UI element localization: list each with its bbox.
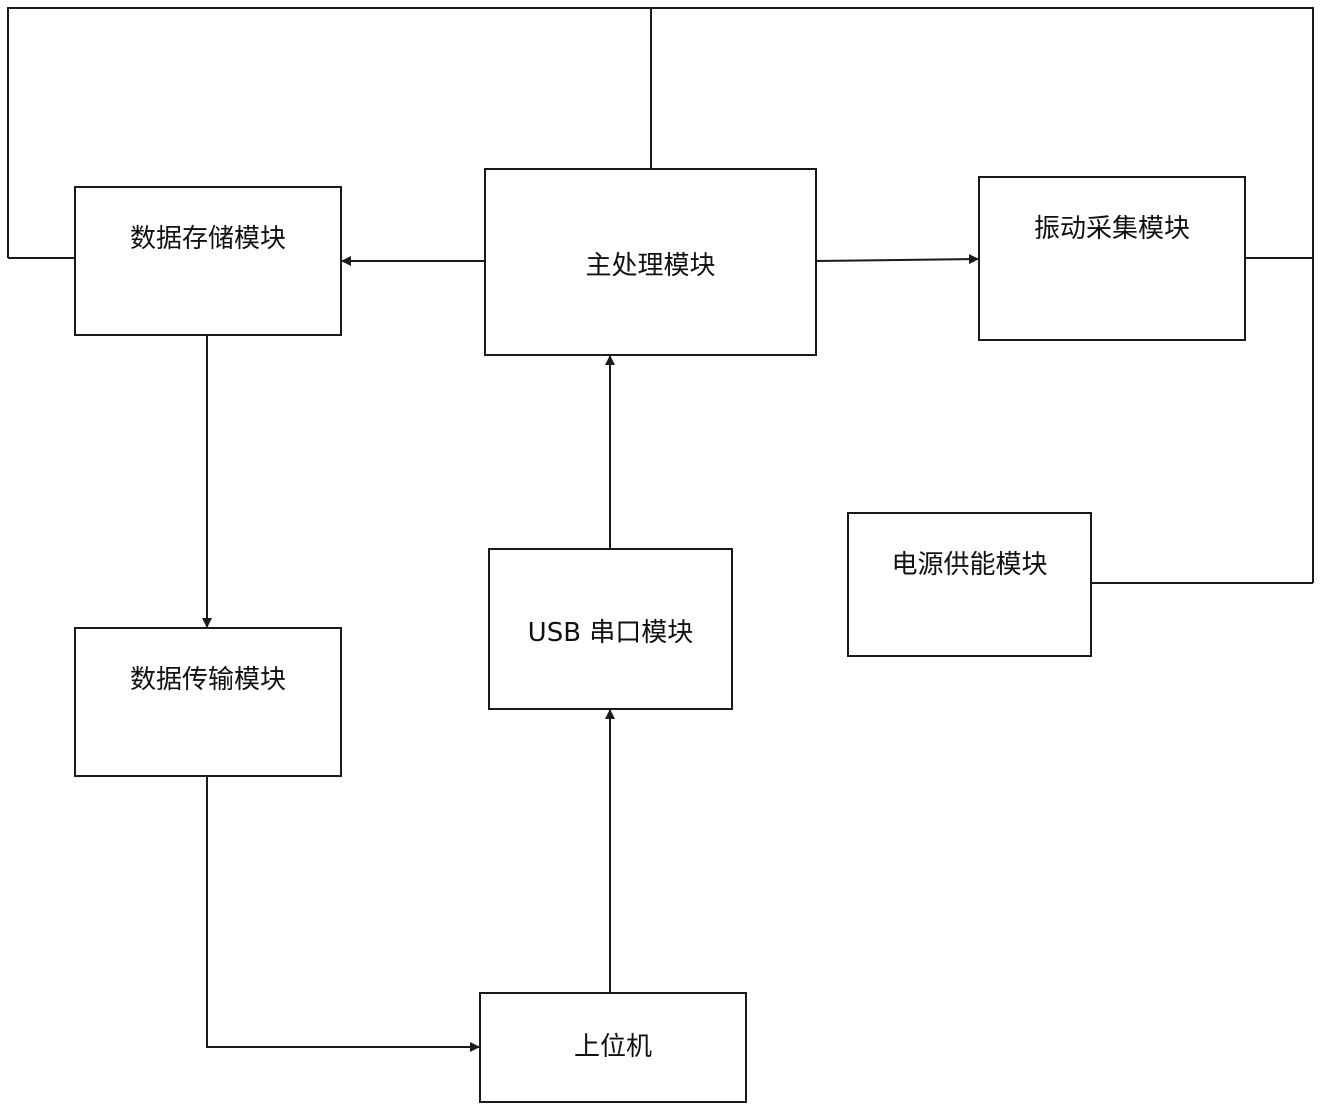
main-to-vibration-arrow [817,259,978,261]
data-transmission-module-box: 数据传输模块 [74,627,342,777]
data-storage-module-label: 数据存储模块 [76,218,340,255]
data-storage-module-box: 数据存储模块 [74,186,342,336]
usb-serial-module-box: USB 串口模块 [488,548,733,710]
host-computer-box: 上位机 [479,992,747,1103]
transmission-to-host-arrow [207,777,479,1047]
vibration-acquisition-module-box: 振动采集模块 [978,176,1246,341]
main-processing-module-box: 主处理模块 [484,168,817,356]
main-processing-module-label: 主处理模块 [486,245,815,282]
usb-serial-module-label: USB 串口模块 [490,612,731,649]
vibration-acquisition-module-label: 振动采集模块 [980,208,1244,245]
host-computer-label: 上位机 [481,1026,745,1063]
power-supply-module-label: 电源供能模块 [849,544,1090,581]
data-transmission-module-label: 数据传输模块 [76,659,340,696]
power-supply-module-box: 电源供能模块 [847,512,1092,657]
